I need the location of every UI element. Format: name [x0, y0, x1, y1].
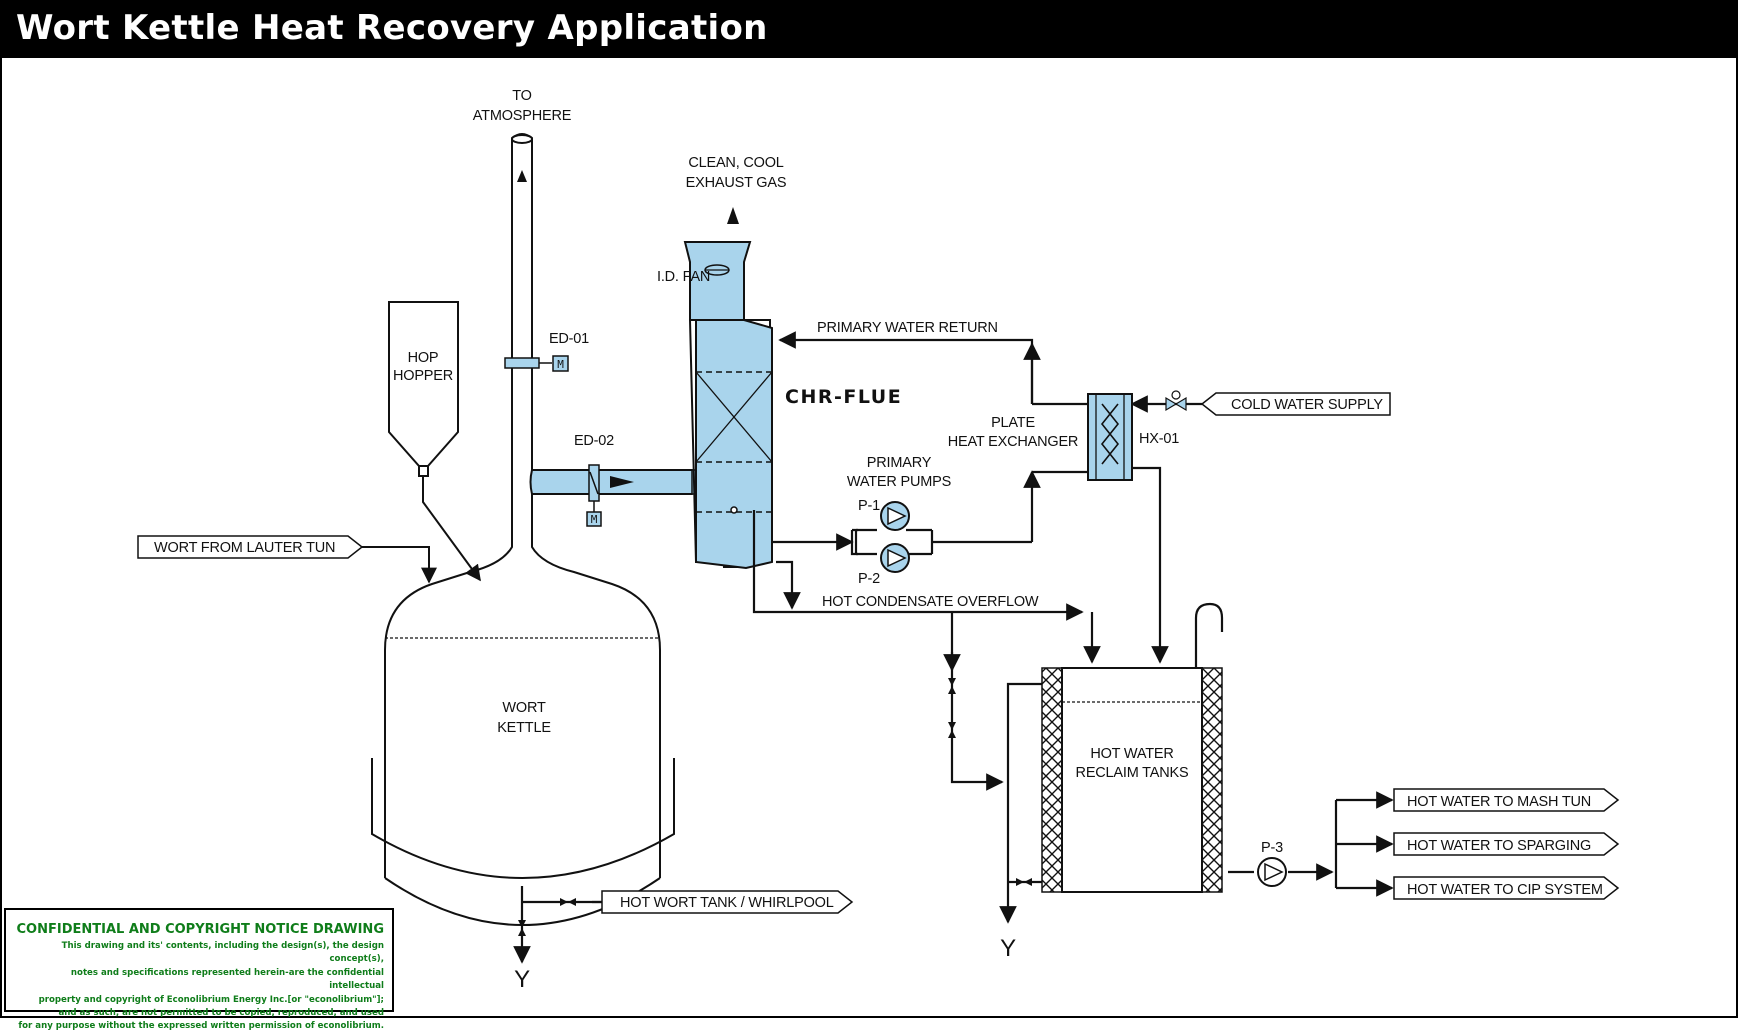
chr-flue-label: CHR-FLUE: [785, 386, 902, 408]
hot-water-label: HOT WATER: [1090, 746, 1173, 762]
ed01-label: ED-01: [549, 331, 589, 347]
hot-water-to-sparging-label: HOT WATER TO SPARGING: [1407, 838, 1591, 854]
wort-kettle-label-2: KETTLE: [497, 720, 551, 736]
pump-p3: [1257, 857, 1287, 887]
atmosphere-label: ATMOSPHERE: [473, 108, 572, 124]
exhaust-gas-label: EXHAUST GAS: [686, 175, 787, 191]
p1-label: P-1: [858, 498, 880, 514]
duct-flow-arrow-icon: [610, 476, 634, 488]
pump-p1: [880, 501, 910, 531]
hop-label: HOP: [408, 350, 439, 366]
water-pumps-label: WATER PUMPS: [847, 474, 951, 490]
hot-water-to-cip-tag: HOT WATER TO CIP SYSTEM: [1393, 876, 1620, 900]
condensate-valve: [948, 722, 956, 738]
hx01-label: HX-01: [1139, 431, 1179, 447]
page-title: Wort Kettle Heat Recovery Application: [16, 8, 768, 48]
hot-water-to-cip-label: HOT WATER TO CIP SYSTEM: [1407, 882, 1603, 898]
hot-water-reclaim-tanks: [1041, 667, 1223, 893]
hot-wort-tank-tag: HOT WORT TANK / WHIRLPOOL: [601, 890, 854, 914]
motor-icon-ed01: M: [557, 358, 564, 371]
hop-hopper: [388, 301, 481, 582]
exhaust-arrow-icon: [727, 207, 739, 224]
hot-wort-tank-label: HOT WORT TANK / WHIRLPOOL: [620, 895, 834, 911]
id-fan-label: I.D. FAN: [657, 269, 710, 285]
kettle-outlet-valves: [518, 678, 1032, 936]
title-bar: Wort Kettle Heat Recovery Application: [2, 2, 1736, 58]
to-label: TO: [512, 88, 531, 104]
cold-water-valve: [1165, 390, 1187, 412]
exhaust-duct: M: [529, 464, 701, 527]
hot-water-to-mash-tun-label: HOT WATER TO MASH TUN: [1407, 794, 1591, 810]
pump-p2: [880, 543, 910, 573]
piping: [513, 331, 1394, 964]
copyright-notice: CONFIDENTIAL AND COPYRIGHT NOTICE DRAWIN…: [4, 908, 394, 1031]
hot-water-to-sparging-tag: HOT WATER TO SPARGING: [1393, 832, 1620, 856]
wort-from-lauter-label: WORT FROM LAUTER TUN: [154, 540, 335, 556]
wort-kettle: [371, 133, 675, 926]
wort-from-lauter-tun-tag: WORT FROM LAUTER TUN: [137, 535, 437, 584]
cold-water-supply-tag: COLD WATER SUPPLY: [1200, 392, 1391, 416]
tank-drain-icon: Y: [1000, 935, 1016, 962]
notice-body: This drawing and its' contents, includin…: [18, 941, 384, 1032]
kettle-label: WORT KETTLE: [497, 700, 551, 736]
plate-heat-exchanger: [1087, 393, 1133, 481]
chr-flue-unit: [683, 241, 773, 570]
ed02-label: ED-02: [574, 433, 614, 449]
primary-label: PRIMARY: [867, 455, 932, 471]
wort-kettle-label-1: WORT: [502, 700, 546, 716]
hot-condensate-overflow-label: HOT CONDENSATE OVERFLOW: [822, 594, 1039, 610]
reclaim-tanks-label: RECLAIM TANKS: [1076, 765, 1189, 781]
clean-cool-label: CLEAN, COOL: [688, 155, 783, 171]
cold-water-supply-label: COLD WATER SUPPLY: [1231, 397, 1383, 413]
heat-exchanger-label: HEAT EXCHANGER: [948, 434, 1078, 450]
process-diagram: WORT KETTLE TO ATMOSPHERE M ED-01 HOP HO…: [137, 88, 1620, 993]
p2-label: P-2: [858, 571, 880, 587]
motor-icon-ed02: M: [591, 513, 598, 526]
p3-label: P-3: [1261, 840, 1283, 856]
kettle-drain-icon: Y: [514, 966, 530, 993]
notice-title: CONFIDENTIAL AND COPYRIGHT NOTICE DRAWIN…: [16, 922, 385, 937]
primary-water-return-label: PRIMARY WATER RETURN: [817, 320, 998, 336]
damper-ed01: M: [504, 355, 569, 372]
stack-arrow-icon: [517, 170, 527, 182]
hopper-label: HOPPER: [393, 368, 453, 384]
hot-water-to-mash-tun-tag: HOT WATER TO MASH TUN: [1393, 788, 1620, 812]
plate-label: PLATE: [991, 415, 1035, 431]
